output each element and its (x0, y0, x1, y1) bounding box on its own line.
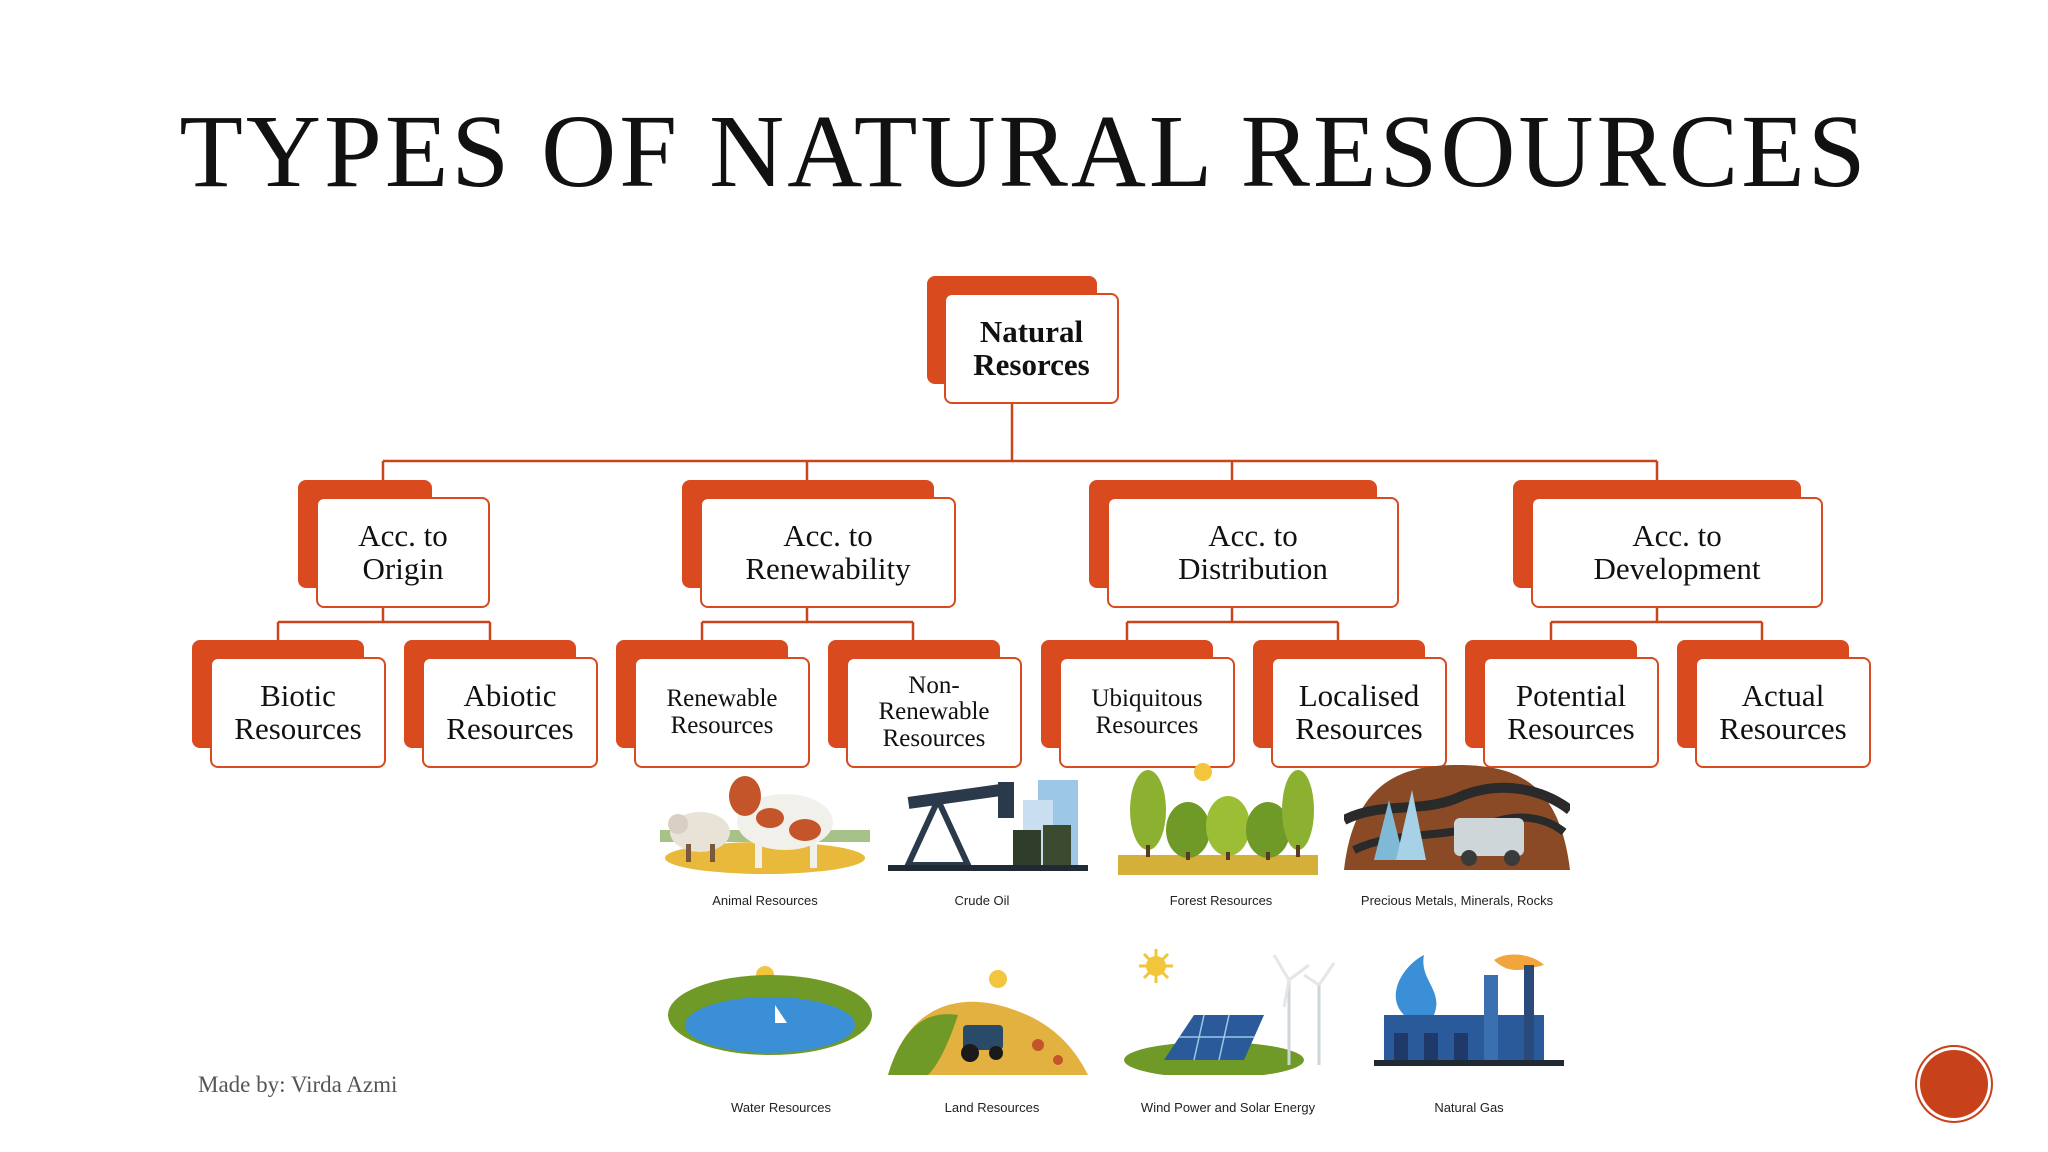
node-label: Actual Resources (1719, 677, 1847, 746)
node-acc-renewability: Acc. to Renewability (682, 480, 956, 608)
node-label: Abiotic Resources (446, 677, 574, 746)
illustration-caption: Precious Metals, Minerals, Rocks (1360, 893, 1554, 908)
node-label: Ubiquitous Resources (1091, 685, 1203, 739)
node-localised-resources: Localised Resources (1253, 640, 1447, 768)
node-label: Acc. to Development (1593, 517, 1761, 586)
node-label: Biotic Resources (234, 677, 362, 746)
illustration-caption: Crude Oil (954, 893, 1010, 908)
node-label: Renewable Resources (666, 685, 778, 739)
illustration-caption: Water Resources (731, 1100, 831, 1115)
node-label: Non- Renewable Resources (878, 672, 990, 752)
node-actual-resources: Actual Resources (1677, 640, 1871, 768)
node-non-renewable-resources: Non- Renewable Resources (828, 640, 1022, 768)
illustration-caption: Animal Resources (712, 893, 818, 908)
minerals-icon (1344, 765, 1570, 870)
illustration-caption: Forest Resources (1169, 893, 1273, 908)
node-biotic-resources: Biotic Resources (192, 640, 386, 768)
node-label: Acc. to Distribution (1178, 517, 1328, 586)
author-credit: Made by: Virda Azmi (198, 1072, 398, 1097)
natural-gas-icon (1374, 954, 1564, 1066)
illustration-caption: Natural Gas (1434, 1100, 1504, 1115)
node-label: Acc. to Origin (358, 517, 448, 586)
node-label: Potential Resources (1507, 677, 1635, 746)
animal-resources-icon (660, 776, 870, 874)
node-potential-resources: Potential Resources (1465, 640, 1659, 768)
crude-oil-icon (888, 780, 1088, 871)
node-acc-distribution: Acc. to Distribution (1089, 480, 1399, 608)
node-natural-resources: Natural Resorces (927, 276, 1119, 404)
node-acc-origin: Acc. to Origin (298, 480, 490, 608)
node-ubiquitous-resources: Ubiquitous Resources (1041, 640, 1235, 768)
node-abiotic-resources: Abiotic Resources (404, 640, 598, 768)
node-label: Acc. to Renewability (745, 517, 911, 586)
node-renewable-resources: Renewable Resources (616, 640, 810, 768)
illustration-caption: Land Resources (944, 1100, 1040, 1115)
forest-resources-icon (1118, 763, 1318, 875)
illustration-caption: Wind Power and Solar Energy (1140, 1100, 1316, 1115)
wind-solar-icon (1124, 949, 1336, 1075)
page-title: TYPES OF NATURAL RESOURCES (179, 94, 1869, 209)
node-label: Natural Resorces (973, 313, 1090, 382)
land-resources-icon (888, 970, 1088, 1075)
node-acc-development: Acc. to Development (1513, 480, 1823, 608)
node-label: Localised Resources (1295, 677, 1423, 746)
slide-badge (1917, 1047, 1991, 1121)
water-resources-icon (668, 966, 872, 1055)
